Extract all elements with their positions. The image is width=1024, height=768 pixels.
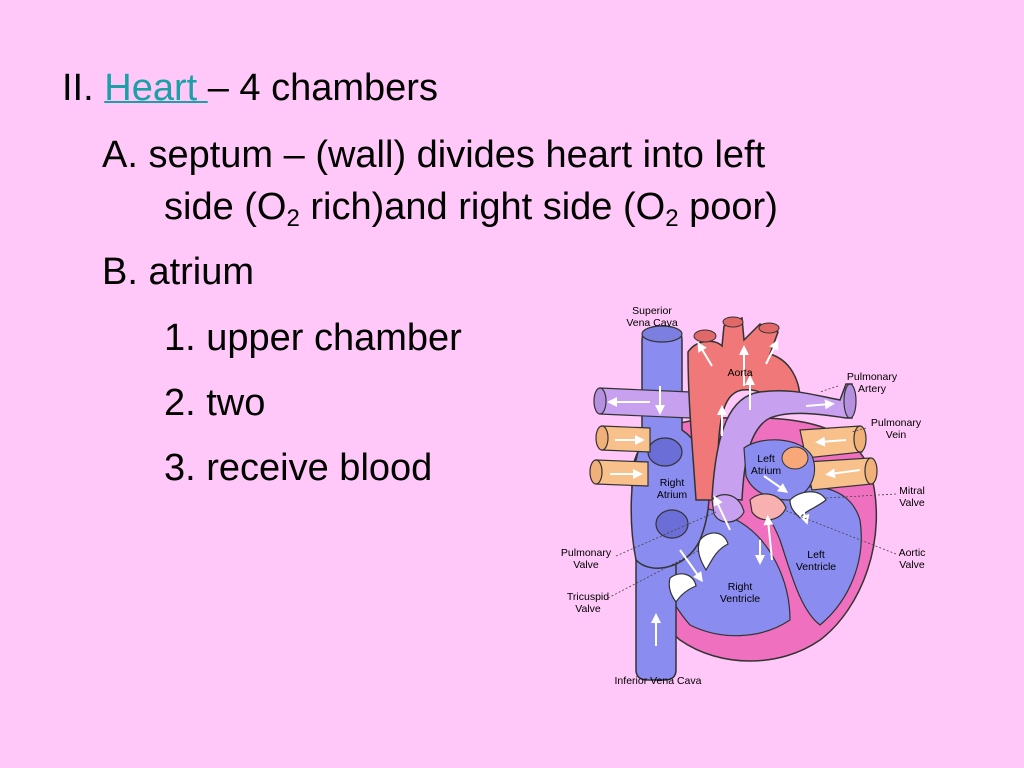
label-aortic-valve-1: Aortic <box>899 547 926 559</box>
label-pulmonary-vein-2: Vein <box>886 429 907 441</box>
point-a-pre: side (O <box>164 186 287 228</box>
label-pulmonary-artery-1: Pulmonary <box>847 371 898 383</box>
label-right-atrium-1: Right <box>660 477 685 489</box>
heart-diagram: Superior Vena Cava Aorta Pulmonary Arter… <box>561 305 926 687</box>
label-left-atrium-1: Left <box>757 453 775 465</box>
heading-rest: – 4 chambers <box>207 67 438 109</box>
label-right-ventricle-2: Ventricle <box>720 593 760 605</box>
left-ventricle-chamber <box>759 486 862 626</box>
label-inferior-vena-cava: Inferior Vena Cava <box>615 675 702 687</box>
point-a-continued: side (O2 rich)and right side (O2 poor) <box>164 185 778 232</box>
point-b-2: 2. two <box>164 382 266 424</box>
label-left-ventricle-1: Left <box>807 549 825 561</box>
subscript-2a: 2 <box>286 205 300 232</box>
point-a-post: poor) <box>678 186 778 228</box>
label-pulmonary-artery-2: Artery <box>858 383 887 395</box>
right-atrium-opening-2 <box>655 509 689 539</box>
pulmonary-vein-opening <box>781 446 809 470</box>
label-left-atrium-2: Atrium <box>751 465 782 477</box>
label-left-ventricle-2: Ventricle <box>796 561 836 573</box>
leader-lines <box>607 385 897 599</box>
heading-numeral: II. <box>62 67 94 109</box>
point-b-1: 1. upper chamber <box>164 317 462 359</box>
point-b-3: 3. receive blood <box>164 447 433 489</box>
label-pulmonary-vein-1: Pulmonary <box>871 417 922 429</box>
label-superior-vena-cava-1: Superior <box>632 305 672 317</box>
label-mitral-valve-2: Valve <box>899 497 925 509</box>
tricuspid-valve-shape-2 <box>668 573 697 604</box>
subscript-2b: 2 <box>665 205 679 232</box>
label-right-ventricle-1: Right <box>728 581 753 593</box>
svc-opening <box>641 325 683 343</box>
pulmonary-vein-right-2 <box>805 457 873 491</box>
right-atrium-opening-1 <box>647 437 683 467</box>
point-a: A. septum – (wall) divides heart into le… <box>102 134 766 176</box>
point-b: B. atrium <box>102 251 255 293</box>
aortic-valve-shape <box>749 493 787 521</box>
flow-arrows <box>607 339 861 646</box>
pulmonary-artery-trunk <box>711 383 853 501</box>
label-aorta: Aorta <box>727 367 752 379</box>
label-mitral-valve-1: Mitral <box>899 485 925 497</box>
label-pulmonary-valve-2: Valve <box>573 559 599 571</box>
label-tricuspid-valve-1: Tricuspid <box>567 591 609 603</box>
label-tricuspid-valve-2: Valve <box>575 603 601 615</box>
tricuspid-valve-shape <box>697 532 729 572</box>
label-aortic-valve-2: Valve <box>899 559 925 571</box>
mitral-valve-shape <box>789 491 827 519</box>
label-superior-vena-cava-2: Vena Cava <box>626 317 678 329</box>
heading-line: II. Heart – 4 chambers <box>62 66 438 110</box>
heart-link[interactable]: Heart <box>104 67 208 109</box>
point-a-mid: rich)and right side (O <box>299 186 666 228</box>
diagram-labels: Superior Vena Cava Aorta Pulmonary Arter… <box>561 305 926 687</box>
label-right-atrium-2: Atrium <box>657 489 688 501</box>
label-pulmonary-valve-1: Pulmonary <box>561 547 612 559</box>
